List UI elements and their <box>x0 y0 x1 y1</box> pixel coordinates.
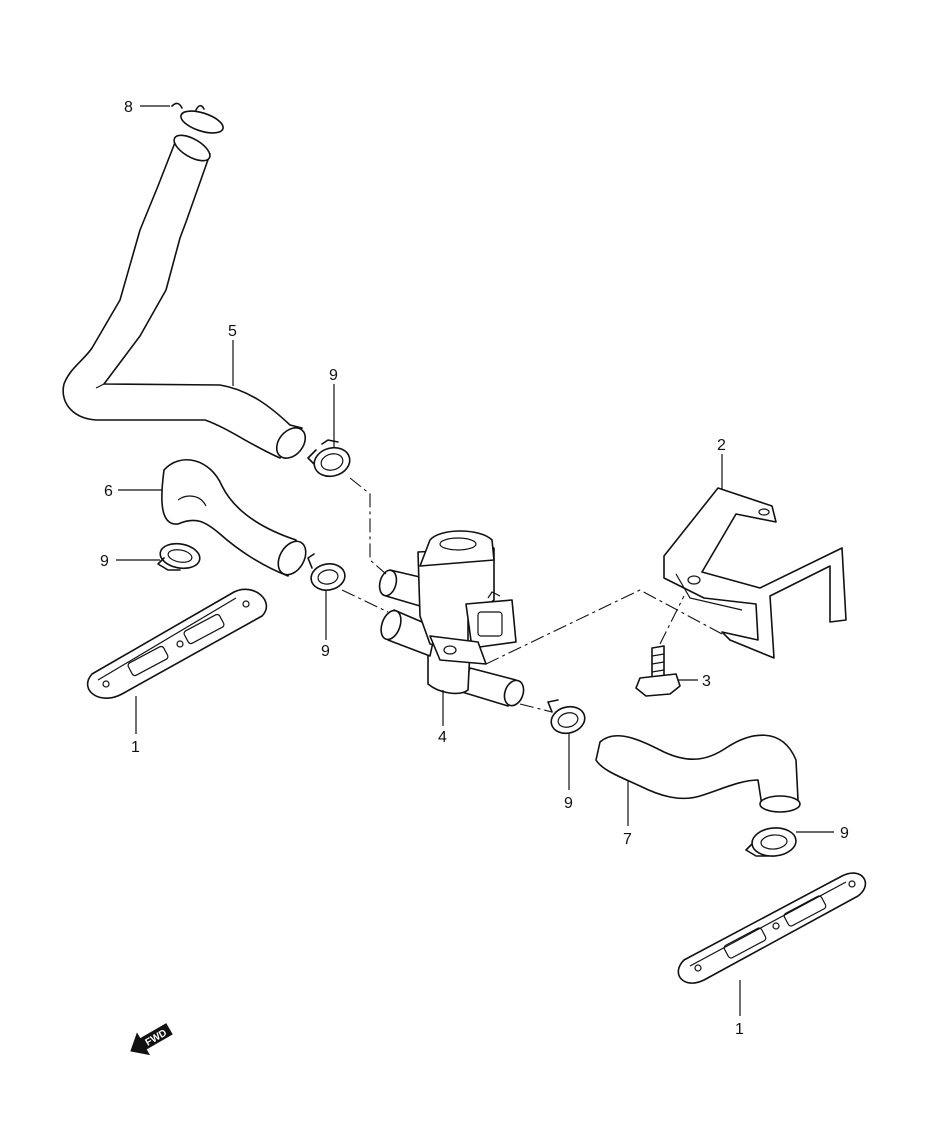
callout-2-label: 2 <box>717 437 726 454</box>
callout-5: 5 <box>228 323 237 386</box>
forward-direction-arrow-icon: FWD <box>130 1023 173 1056</box>
callout-1-right-label: 1 <box>735 1021 744 1038</box>
part-1-plate-left <box>86 588 268 699</box>
callout-4-label: 4 <box>438 729 447 746</box>
callout-3: 3 <box>678 673 711 690</box>
part-5-hose <box>62 134 307 459</box>
callout-9-lower-label: 9 <box>564 795 573 812</box>
callout-9-middle: 9 <box>321 590 330 660</box>
callout-8-label: 8 <box>124 99 133 116</box>
part-8-cap <box>171 102 224 134</box>
callout-1-right: 1 <box>735 980 744 1038</box>
fwd-label: FWD <box>144 1028 169 1049</box>
callout-9-left-label: 9 <box>100 553 109 570</box>
part-9-clamp-lower <box>547 699 586 735</box>
part-6-hose <box>161 458 307 577</box>
callout-4: 4 <box>438 690 447 746</box>
part-3-bolt <box>635 645 681 697</box>
assembly-lines <box>341 477 723 713</box>
part-9-clamp-upper <box>307 439 351 478</box>
callout-5-label: 5 <box>228 323 237 340</box>
callout-9-left: 9 <box>100 553 160 570</box>
part-4-valve <box>378 530 525 707</box>
part-2-bracket <box>663 487 847 659</box>
part-9-clamp-right <box>745 827 797 857</box>
callout-9-right-label: 9 <box>840 825 849 842</box>
callout-9-upper-label: 9 <box>329 367 338 384</box>
callout-8: 8 <box>124 99 170 116</box>
callout-6-label: 6 <box>104 483 113 500</box>
part-9-clamp-middle <box>307 553 346 591</box>
callout-9-middle-label: 9 <box>321 643 330 660</box>
callout-9-upper: 9 <box>329 367 338 448</box>
part-9-clamp-left <box>157 542 201 571</box>
callout-9-lower: 9 <box>564 734 573 812</box>
callout-2: 2 <box>717 437 726 490</box>
callout-9-right: 9 <box>796 825 849 842</box>
callout-6: 6 <box>104 483 162 500</box>
callout-7-label: 7 <box>623 831 632 848</box>
part-1-plate-right <box>677 872 867 984</box>
callout-7: 7 <box>623 780 632 848</box>
part-7-hose <box>595 734 801 813</box>
callout-1-left: 1 <box>131 696 140 756</box>
callout-3-label: 3 <box>702 673 711 690</box>
callout-1-left-label: 1 <box>131 739 140 756</box>
